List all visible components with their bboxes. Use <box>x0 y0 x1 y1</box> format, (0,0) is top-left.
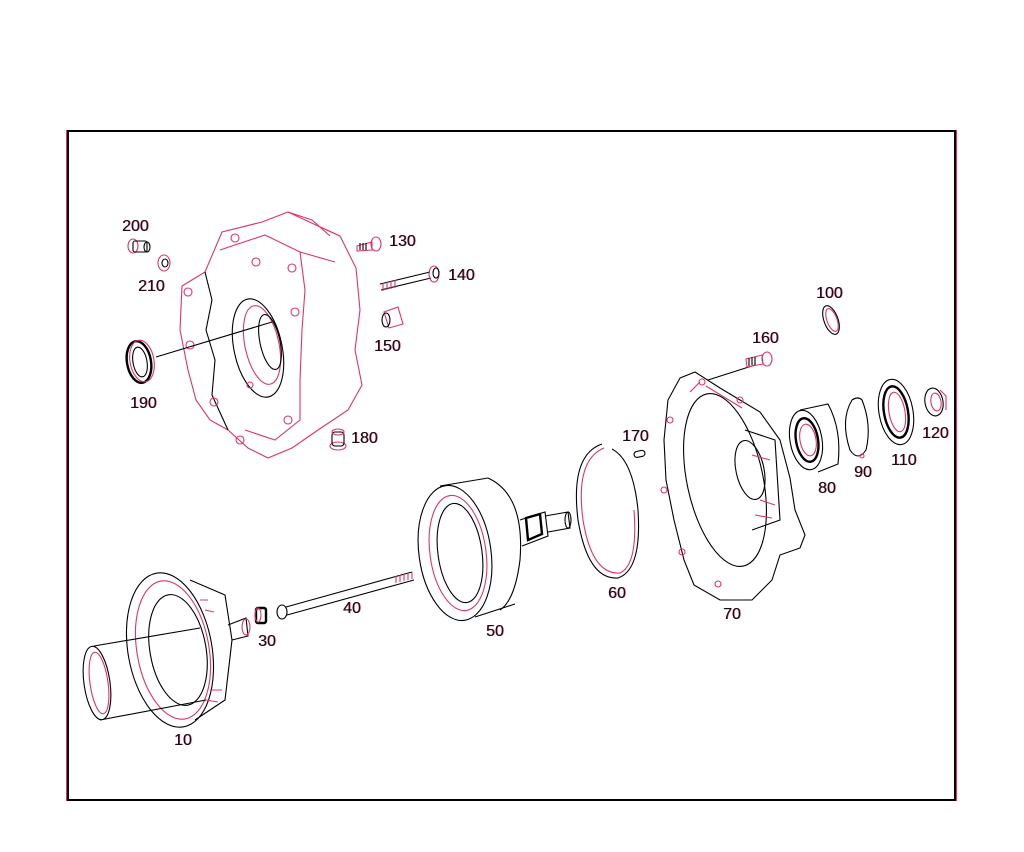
plug-200-icon <box>127 238 151 254</box>
part-label-50[interactable]: 50 <box>486 623 504 640</box>
part-label-180[interactable]: 180 <box>351 430 378 447</box>
bearing-30-icon <box>254 606 268 625</box>
part-label-210[interactable]: 210 <box>138 278 165 295</box>
part-label-110[interactable]: 110 <box>891 452 917 469</box>
frame-accent-left <box>66 130 67 801</box>
plug-180-icon <box>329 428 347 451</box>
part-label-30[interactable]: 30 <box>258 633 276 650</box>
part-label-80[interactable]: 80 <box>818 480 836 497</box>
seal-190-icon <box>125 339 155 384</box>
bearing-80-icon <box>788 403 840 473</box>
circlip-90-icon <box>844 397 869 459</box>
part-label-150[interactable]: 150 <box>374 338 401 355</box>
cap-120-icon <box>924 387 947 417</box>
part-label-140[interactable]: 140 <box>448 267 475 284</box>
bolt-160-icon <box>745 351 773 368</box>
part-label-60[interactable]: 60 <box>608 585 626 602</box>
seal-110-icon <box>877 378 915 446</box>
part-label-90[interactable]: 90 <box>854 464 872 481</box>
pump-assembly-10-icon <box>82 572 251 728</box>
part-label-190[interactable]: 190 <box>130 395 157 412</box>
part-label-200[interactable]: 200 <box>122 218 149 235</box>
part-label-160[interactable]: 160 <box>752 330 779 347</box>
part-label-130[interactable]: 130 <box>389 233 416 250</box>
part-label-10[interactable]: 10 <box>174 732 192 749</box>
ring-gear-drum-50-icon <box>417 477 572 622</box>
frame-accent-right <box>956 130 957 801</box>
washer-210-icon <box>157 254 171 272</box>
snap-ring-60-icon <box>575 443 640 579</box>
bolt-140-icon <box>379 265 440 291</box>
part-label-70[interactable]: 70 <box>723 606 741 623</box>
sleeve-150-icon <box>381 306 404 329</box>
bolt-40-icon <box>276 571 415 620</box>
ring-100-icon <box>822 305 840 335</box>
diagram-frame <box>67 130 956 801</box>
bolt-130-icon <box>356 236 382 252</box>
part-label-100[interactable]: 100 <box>816 285 843 302</box>
rear-housing-icon <box>155 211 363 459</box>
pin-170-icon <box>633 449 646 458</box>
part-label-40[interactable]: 40 <box>343 600 361 617</box>
part-label-170[interactable]: 170 <box>622 428 649 445</box>
part-label-120[interactable]: 120 <box>922 425 949 442</box>
front-housing-70-icon <box>660 364 806 601</box>
